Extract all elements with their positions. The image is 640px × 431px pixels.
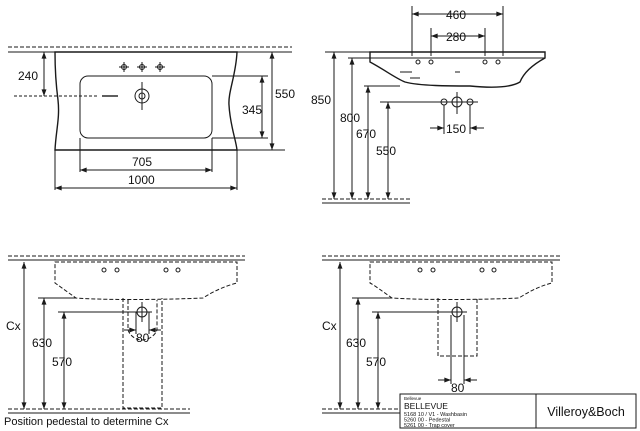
trap-cover	[437, 298, 478, 357]
dim-1000: 1000	[128, 173, 155, 187]
front-view-left: Cx 630 570 80 Position pedestal to deter…	[4, 255, 245, 428]
title-line-1: 5168 10 / V1 - Washbasin	[404, 412, 467, 418]
dim-630-right: 630	[346, 336, 366, 350]
top-view: 240 550 345 705 1000	[8, 46, 295, 191]
dim-670: 670	[356, 127, 376, 141]
brand-logo: Villeroy&Boch	[547, 405, 625, 419]
drain	[102, 82, 150, 110]
dim-550: 550	[275, 87, 295, 101]
dim-280: 280	[446, 30, 466, 44]
title-small-label: Bellevue	[404, 396, 422, 401]
dim-80-right: 80	[451, 381, 465, 395]
tap-holes	[417, 267, 497, 273]
side-view: 460 280 850 800 670 550 150	[311, 6, 546, 204]
tap-holes	[400, 59, 501, 79]
tap-holes	[101, 267, 181, 273]
dim-800: 800	[340, 111, 360, 125]
dim-150: 150	[446, 122, 466, 136]
dim-570-right: 570	[366, 355, 386, 369]
dim-570: 570	[52, 355, 72, 369]
dim-240: 240	[18, 69, 38, 83]
title-product: BELLEVUE	[404, 401, 448, 411]
dim-cx: Cx	[6, 319, 21, 333]
dim-345: 345	[242, 103, 262, 117]
dim-850: 850	[311, 93, 331, 107]
dim-460: 460	[446, 8, 466, 22]
basin-profile	[369, 51, 546, 88]
waste-outlet	[436, 92, 478, 114]
title-block: Bellevue BELLEVUE 5168 10 / V1 - Washbas…	[399, 393, 637, 429]
dim-80: 80	[136, 331, 150, 345]
front-view-right: Cx 630 570 80	[322, 255, 560, 414]
pedestal	[122, 298, 163, 409]
dim-550-side: 550	[376, 144, 396, 158]
dim-705: 705	[132, 155, 152, 169]
title-line-3: 5261 00 - Trap cover	[404, 423, 455, 429]
positioning-note: Position pedestal to determine Cx	[4, 416, 169, 428]
waste-outlet	[447, 302, 467, 322]
dim-630: 630	[32, 336, 52, 350]
tap-holes	[119, 62, 165, 72]
inner-bowl	[79, 75, 213, 139]
dim-cx-right: Cx	[322, 319, 337, 333]
title-line-2: 5260 00 - Pedestal	[404, 418, 450, 424]
